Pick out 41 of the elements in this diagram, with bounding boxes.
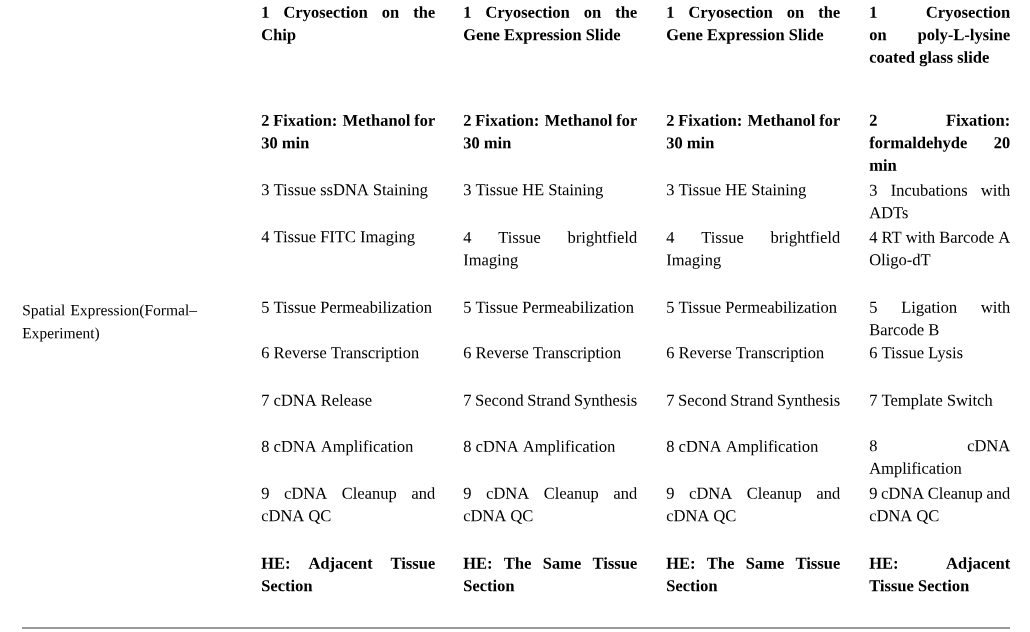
table-cell: 2 Fixation: Methanol for 30 min [261,114,435,149]
table-cell: 8 cDNA Amplification [261,440,414,456]
table-cell: HE: The Same Tissue Section [666,557,840,592]
table-cell: 6 Reverse Transcription [666,347,824,362]
table-cell: 3 Tissue HE Staining [667,184,806,199]
table-cell: 8 cDNA Amplification [869,440,1011,478]
table-cell: 9 cDNA Cleanup and cDNA QC [869,487,1010,524]
table-cell: 7 Template Switch [870,394,993,410]
table-cell: 9 cDNA Cleanup and cDNA QC [666,487,840,524]
table-cell: 5 Ligation with Barcode B [869,301,1010,336]
table-cell: 9 cDNA Cleanup and cDNA QC [261,487,435,524]
table-cell: 5 Tissue Permeabilization [464,301,634,313]
table-cell: 6 Reverse Transcription [261,347,419,362]
table-cell: 6 Reverse Transcription [463,347,621,362]
table-cell: 2 Fixation: formaldehyde 20 min [869,114,1010,171]
row-header: Spatial Expression(Formal–Experiment) [22,304,198,342]
table-cell: 1 Cryosection on poly-L-lysine coated glass slide [869,6,1010,67]
table-cell: 8 cDNA Amplification [666,440,819,456]
table-cell: 1 Cryosection on the Gene Expression Slide [464,6,637,44]
table-cell: 7 cDNA Release [262,394,372,406]
table-cell: 4 Tissue brightfield Imaging [666,231,840,269]
table-cell: 5 Tissue Permeabilization [667,301,837,313]
table-cell: 9 cDNA Cleanup and cDNA QC [463,487,637,524]
table-cell: HE: Adjacent Tissue Section [261,557,435,592]
table-cell: 1 Cryosection on the Chip [262,6,435,44]
table-cell: 5 Tissue Permeabilization [262,301,432,313]
table-cell: 7 Second Strand Synthesis [464,394,637,410]
table-cell: 2 Fixation: Methanol for 30 min [666,114,840,149]
table-cell: HE: The Same Tissue Section [463,557,637,592]
table-cell: 7 Second Strand Synthesis [667,394,840,410]
table-cell: 4 Tissue brightfield Imaging [463,231,637,269]
table-cell: 3 Tissue ssDNA Staining [262,184,428,199]
table-cell: 4 Tissue FITC Imaging [261,231,415,246]
table-cell: 1 Cryosection on the Gene Expression Slide [667,6,840,44]
table-cell: 2 Fixation: Methanol for 30 min [463,114,637,149]
table-cell: 8 cDNA Amplification [463,440,616,456]
table-cell: 3 Incubations with ADTs [869,184,1010,219]
table-cell: 3 Tissue HE Staining [464,184,603,199]
table-cell: 4 RT with Barcode A Oligo-dT [869,231,1011,269]
table-cell: HE: Adjacent Tissue Section [869,557,1011,592]
table-cell: 6 Tissue Lysis [869,347,963,362]
